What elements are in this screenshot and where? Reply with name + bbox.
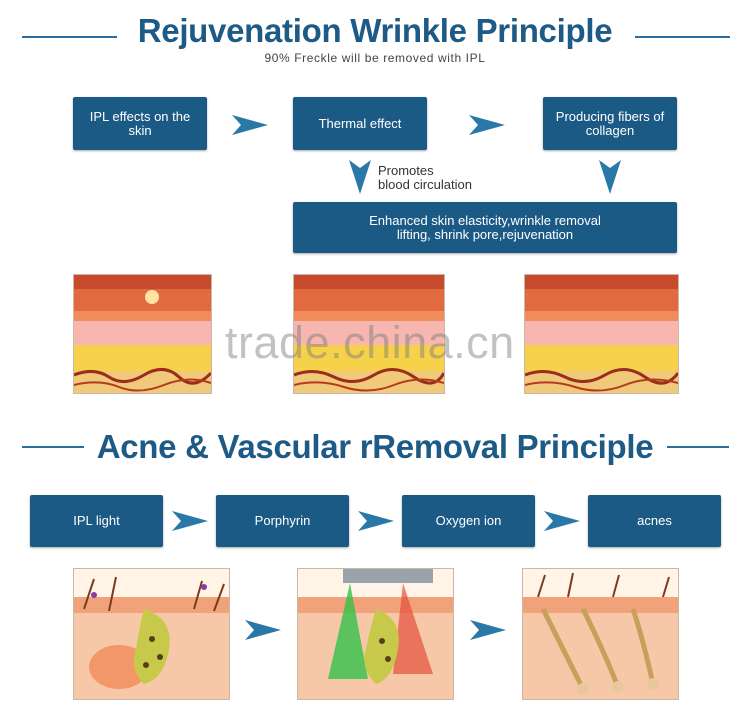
right-arrow-icon [232,115,268,135]
right-arrow-icon [544,511,580,531]
acne-follicle-image [73,568,230,700]
result-line1: Enhanced skin elasticity,wrinkle removal [369,212,601,228]
title-rule-left [22,36,117,38]
down-arrow-icon [599,160,621,194]
collagen-label: Producing fibers of collagen [555,108,665,138]
skin-layers-image [293,274,445,394]
thermal-effect-box: Thermal effect [293,97,427,150]
ipl-light-label: IPL light [73,513,120,528]
title-rule-left [22,446,84,448]
promotes-note-line2: blood circulation [378,177,472,192]
section1-title: Rejuvenation Wrinkle Principle [137,12,613,49]
section1-subtitle: 90% Freckle will be removed with IPL [264,51,486,65]
porphyrin-box: Porphyrin [216,495,349,547]
acnes-label: acnes [637,513,672,528]
down-arrow-icon [349,160,371,194]
right-arrow-icon [470,620,506,640]
section2-title: Acne & Vascular rRemoval Principle [96,428,654,465]
result-line2: lifting, shrink pore,rejuvenation [396,226,574,242]
acnes-box: acnes [588,495,721,547]
title-rule-right [667,446,729,448]
promotes-note: Promotes blood circulation [378,164,472,192]
skin-layers-image [73,274,212,394]
right-arrow-icon [358,511,394,531]
right-arrow-icon [469,115,505,135]
right-arrow-icon [172,511,208,531]
right-arrow-icon [245,620,281,640]
result-box: Enhanced skin elasticity,wrinkle removal… [293,202,677,253]
thermal-effect-label: Thermal effect [318,115,402,131]
oxygen-ion-label: Oxygen ion [435,513,502,528]
porphyrin-label: Porphyrin [254,513,311,528]
oxygen-ion-box: Oxygen ion [402,495,535,547]
promotes-note-line1: Promotes [378,163,434,178]
ipl-effects-box: IPL effects on the skin [73,97,207,150]
ipl-effects-label: IPL effects on the skin [89,108,191,138]
healthy-follicle-image [522,568,679,700]
ipl-light-box: IPL light [30,495,163,547]
collagen-box: Producing fibers of collagen [543,97,677,150]
acne-light-treatment-image [297,568,454,700]
watermark: trade.china.cn [225,317,515,368]
title-rule-right [635,36,730,38]
skin-layers-image [524,274,679,394]
